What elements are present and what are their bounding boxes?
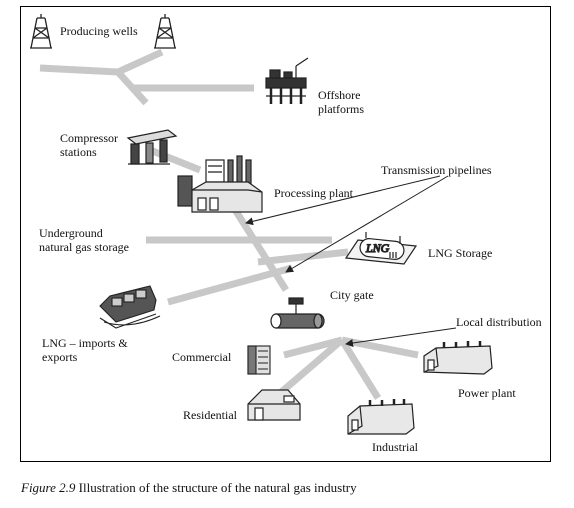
label-city-gate: City gate <box>330 288 374 302</box>
pipeline-local-industrial <box>339 338 381 400</box>
labels: Producing wells Offshore platforms Compr… <box>39 24 542 454</box>
processing-plant-icon <box>177 155 263 213</box>
compressor-station-icon <box>126 129 178 165</box>
arrow-transmission-to-pipeline <box>285 175 449 273</box>
label-underground-line2: natural gas storage <box>39 240 129 254</box>
label-residential: Residential <box>183 408 238 422</box>
producing-well-icon <box>154 14 176 49</box>
power-plant-icon <box>423 341 493 375</box>
offshore-platform-icon <box>265 57 309 104</box>
arrows <box>245 175 457 347</box>
figure-caption: Figure 2.9 Illustration of the structure… <box>21 480 357 496</box>
arrow-local-distribution <box>345 327 457 347</box>
figure-frame <box>20 6 551 462</box>
label-lng-imports-line1: LNG – imports & <box>42 336 128 350</box>
city-gate-icon <box>270 297 325 329</box>
industrial-plant-icon <box>347 399 415 435</box>
pipeline-plant-to-citygate <box>229 203 289 292</box>
label-offshore-line2: platforms <box>318 102 364 116</box>
label-compressor-line1: Compressor <box>60 131 118 145</box>
residential-house-icon <box>247 389 301 421</box>
commercial-building-icon <box>247 345 271 375</box>
label-producing-wells: Producing wells <box>60 24 138 38</box>
lng-tank-text: LNG <box>365 241 390 255</box>
label-local-distribution: Local distribution <box>456 315 542 329</box>
pipeline-local-commercial <box>283 336 343 359</box>
label-lng-imports-line2: exports <box>42 350 78 364</box>
pipeline-wells-west <box>39 64 119 76</box>
label-offshore-line1: Offshore <box>318 88 360 102</box>
lng-storage-icon: LNG <box>344 232 418 265</box>
label-underground-line1: Underground <box>39 226 103 240</box>
label-compressor-line2: stations <box>60 145 97 159</box>
pipeline-compressor-to-plant <box>148 146 202 174</box>
pipeline-lng-storage <box>257 248 349 266</box>
label-industrial: Industrial <box>372 440 419 454</box>
label-power-plant: Power plant <box>458 386 516 400</box>
label-commercial: Commercial <box>172 350 232 364</box>
label-processing-plant: Processing plant <box>274 186 354 200</box>
pipeline-wells-east <box>116 48 164 76</box>
figure-number: Figure 2.9 <box>21 480 76 495</box>
arrow-transmission-to-processing <box>245 175 441 226</box>
lng-tanker-ship-icon <box>99 285 161 329</box>
label-lng-storage: LNG Storage <box>428 246 492 260</box>
label-transmission-pipelines: Transmission pipelines <box>381 163 492 177</box>
producing-well-icon <box>30 14 52 49</box>
caption-text: Illustration of the structure of the nat… <box>78 480 357 495</box>
pipelines <box>39 48 419 403</box>
pipeline-lng-imports <box>167 264 293 306</box>
